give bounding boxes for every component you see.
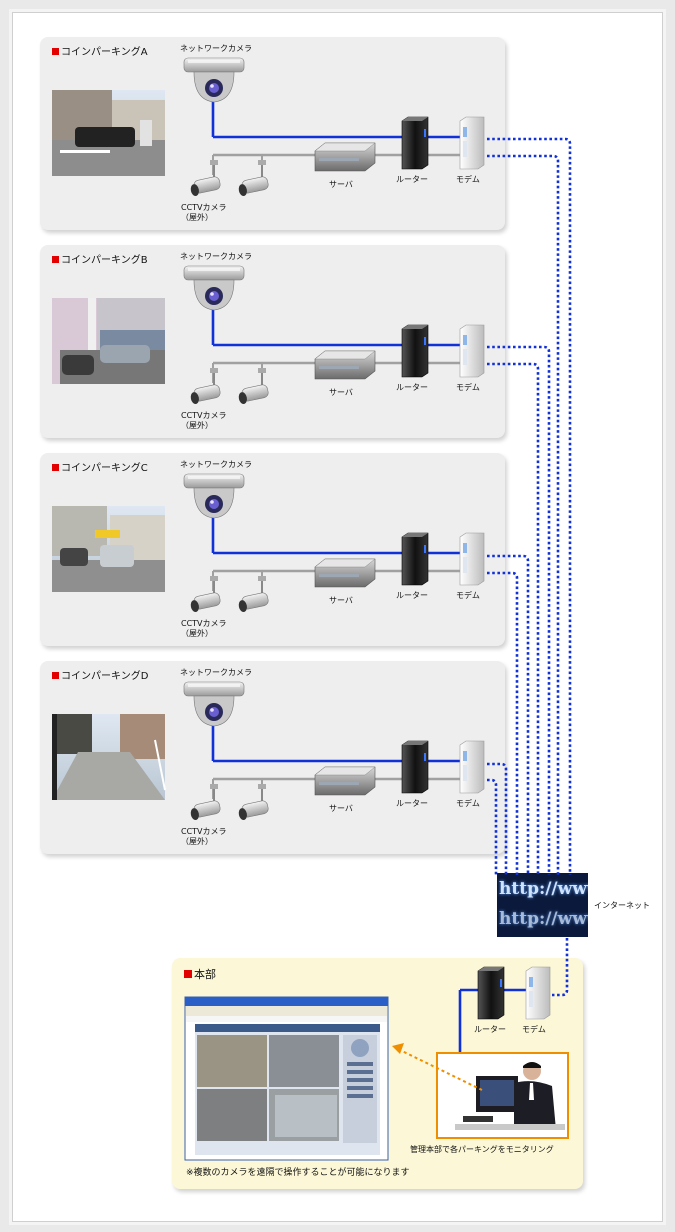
router-label: ルーター xyxy=(396,175,428,184)
router-label: ルーター xyxy=(396,591,428,600)
server-label: サーバ xyxy=(329,804,353,813)
red-square-icon xyxy=(52,256,59,263)
modem-label: モデム xyxy=(456,175,480,184)
modem-label: モデム xyxy=(456,383,480,392)
net-camera-label: ネットワークカメラ xyxy=(180,668,252,677)
net-camera-label: ネットワークカメラ xyxy=(180,44,252,53)
site-title-text: コインパーキングB xyxy=(61,255,148,266)
hq-title: 本部 xyxy=(184,966,216,982)
site-title-text: コインパーキングC xyxy=(61,463,148,474)
cctv-label: CCTVカメラ xyxy=(181,619,227,628)
red-square-icon xyxy=(184,970,192,978)
cctv-sub-label: （屋外） xyxy=(181,629,213,638)
modem-label: モデム xyxy=(456,799,480,808)
hq-modem-label: モデム xyxy=(522,1025,546,1034)
site-photo-c xyxy=(52,506,165,592)
red-square-icon xyxy=(52,672,59,679)
hq-router-label: ルーター xyxy=(474,1025,506,1034)
internet-links xyxy=(487,137,572,997)
internet-image: http://www http://www xyxy=(497,873,588,937)
hq-note: ※複数のカメラを遠隔で操作することが可能になります xyxy=(186,1168,410,1178)
site-title-text: コインパーキングD xyxy=(61,671,149,682)
site-title-text: コインパーキングA xyxy=(61,47,148,58)
site-title: コインパーキングA xyxy=(52,43,148,58)
hq-title-text: 本部 xyxy=(194,968,216,981)
site-photo-d xyxy=(52,714,166,800)
site-equipment-d xyxy=(183,681,485,822)
modem-label: モデム xyxy=(456,591,480,600)
cctv-label: CCTVカメラ xyxy=(181,203,227,212)
server-label: サーバ xyxy=(329,388,353,397)
site-equipment-b xyxy=(183,265,485,406)
router-label: ルーター xyxy=(396,383,428,392)
net-camera-label: ネットワークカメラ xyxy=(180,460,252,469)
site-equipment-a xyxy=(183,57,485,198)
cctv-label: CCTVカメラ xyxy=(181,827,227,836)
monitoring-caption: 管理本部で各パーキングをモニタリング xyxy=(410,1145,554,1154)
site-title: コインパーキングD xyxy=(52,667,148,682)
site-title: コインパーキングB xyxy=(52,251,148,266)
internet-banner-text: http://www xyxy=(499,909,588,929)
site-title: コインパーキングC xyxy=(52,459,148,474)
cctv-sub-label: （屋外） xyxy=(181,421,213,430)
cctv-label: CCTVカメラ xyxy=(181,411,227,420)
hq-equipment xyxy=(392,966,569,1139)
cctv-sub-label: （屋外） xyxy=(181,837,213,846)
site-photo-b xyxy=(52,298,165,384)
server-label: サーバ xyxy=(329,596,353,605)
cctv-sub-label: （屋外） xyxy=(181,213,213,222)
internet-banner-text: http://www xyxy=(499,879,588,899)
red-square-icon xyxy=(52,464,59,471)
site-photo-a xyxy=(52,90,165,176)
internet-label: インターネット xyxy=(594,901,650,910)
server-label: サーバ xyxy=(329,180,353,189)
site-equipment-c xyxy=(183,473,485,614)
browser-screenshot xyxy=(184,996,389,1161)
red-square-icon xyxy=(52,48,59,55)
net-camera-label: ネットワークカメラ xyxy=(180,252,252,261)
router-label: ルーター xyxy=(396,799,428,808)
